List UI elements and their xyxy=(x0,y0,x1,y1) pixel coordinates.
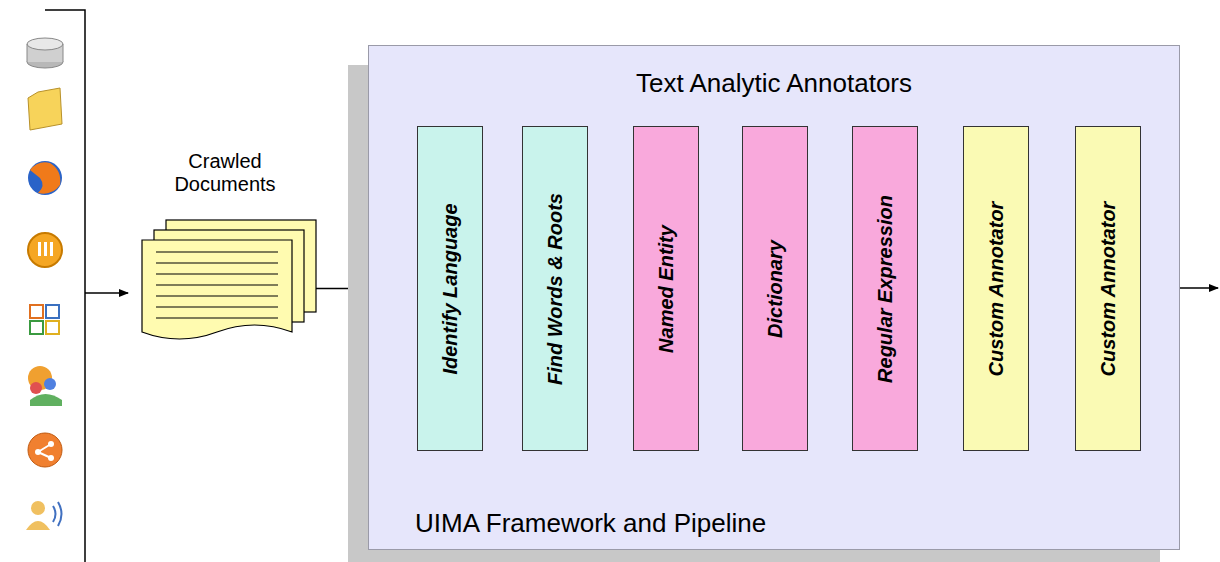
portal-icon xyxy=(28,233,62,267)
annotator-box: Custom Annotator xyxy=(1075,126,1141,451)
feed-user-icon xyxy=(26,501,62,530)
annotator-label: Dictionary xyxy=(764,240,787,338)
document-stack: Crawled Documents xyxy=(130,150,320,350)
share-icon xyxy=(28,433,62,467)
annotator-label: Identify Language xyxy=(439,203,462,374)
annotator-label: Custom Annotator xyxy=(1097,201,1120,376)
folder-icon xyxy=(28,88,62,130)
panel-footer: UIMA Framework and Pipeline xyxy=(415,508,766,539)
framework-panel: Text Analytic AnnotatorsUIMA Framework a… xyxy=(368,45,1180,550)
annotator-label: Find Words & Roots xyxy=(544,193,567,385)
panel-title: Text Analytic Annotators xyxy=(369,68,1179,99)
office-icon xyxy=(30,305,59,334)
annotator-label: Regular Expression xyxy=(874,195,897,383)
annotator-box: Named Entity xyxy=(633,126,699,451)
annotator-box: Custom Annotator xyxy=(963,126,1029,451)
community-icon xyxy=(28,366,62,406)
browser-icon xyxy=(28,161,62,195)
annotator-box: Regular Expression xyxy=(852,126,918,451)
annotator-box: Find Words & Roots xyxy=(522,126,588,451)
database-icon xyxy=(27,38,63,68)
document-label: Crawled Documents xyxy=(130,150,320,196)
annotator-label: Named Entity xyxy=(655,225,678,353)
annotator-label: Custom Annotator xyxy=(985,201,1008,376)
annotator-box: Dictionary xyxy=(742,126,808,451)
annotator-box: Identify Language xyxy=(417,126,483,451)
input-arrow xyxy=(85,292,128,294)
